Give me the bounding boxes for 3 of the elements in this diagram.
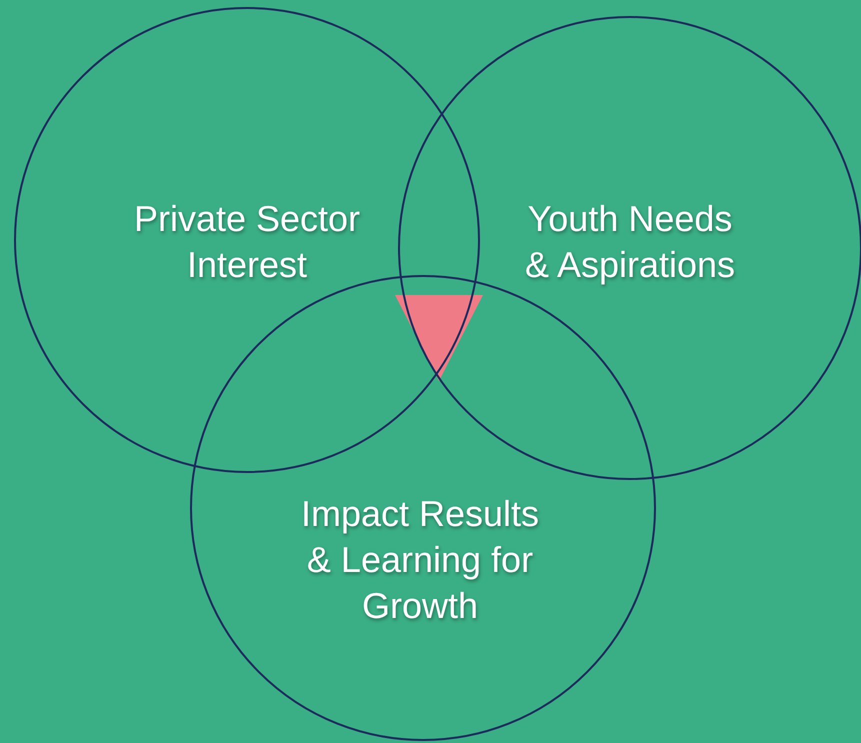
- circle-label: Youth Needs & Aspirations: [524, 197, 736, 287]
- circle-label: Impact Results & Learning for Growth: [300, 492, 540, 628]
- circle-label: Private Sector Interest: [132, 197, 362, 287]
